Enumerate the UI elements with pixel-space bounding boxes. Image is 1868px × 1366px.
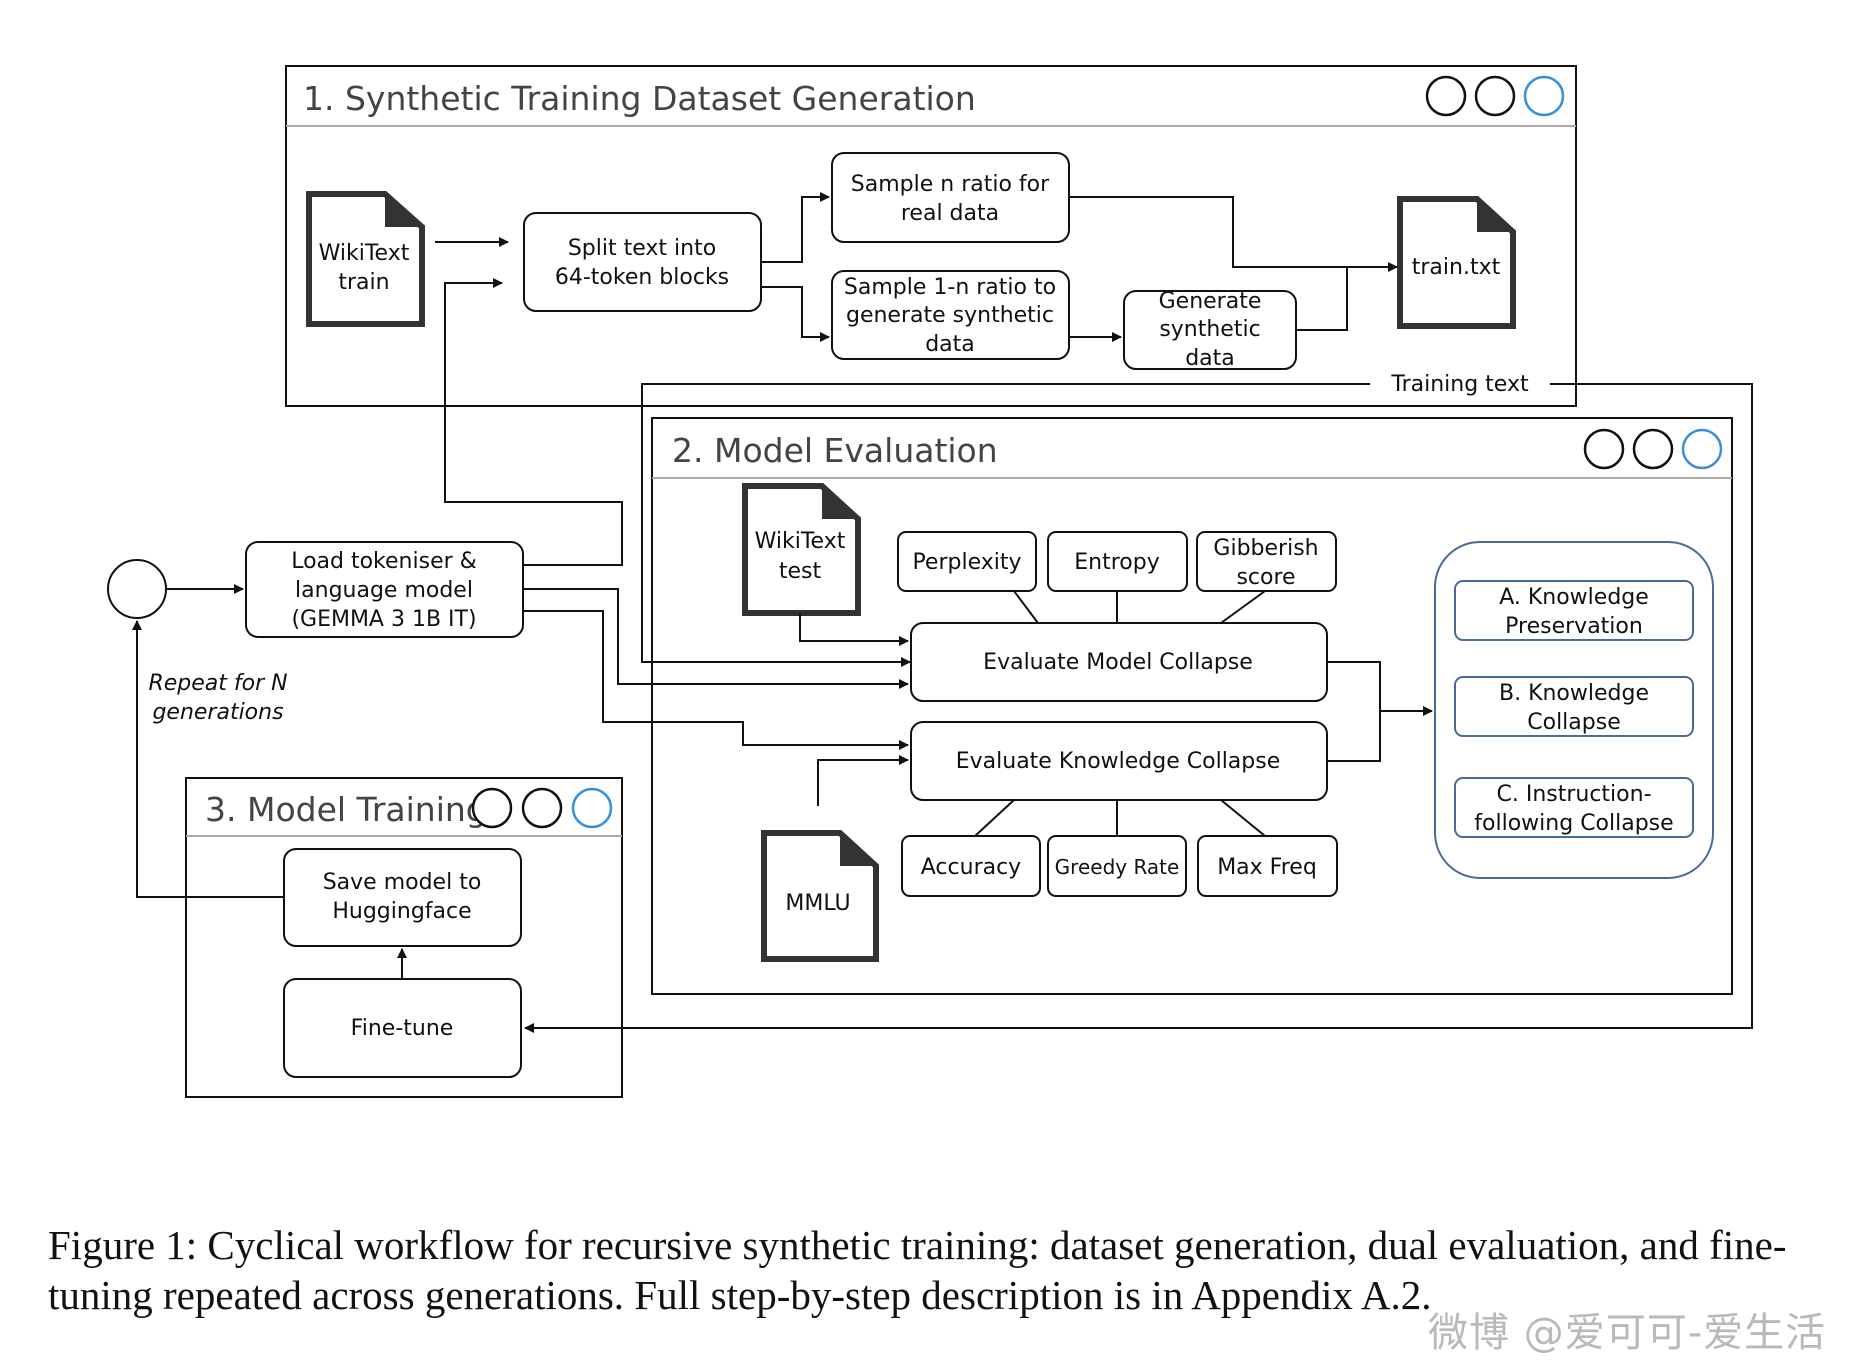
window-circle-icon xyxy=(521,787,563,829)
load-model-connectors xyxy=(166,278,909,750)
svg-text:Save model to: Save model to xyxy=(323,870,482,895)
svg-text:Sample n ratio for: Sample n ratio for xyxy=(851,172,1050,197)
svg-text:Evaluate Knowledge Collapse: Evaluate Knowledge Collapse xyxy=(956,749,1281,774)
split-text-box: Split text into 64-token blocks xyxy=(523,212,762,312)
window-circle-icon xyxy=(1474,75,1516,117)
svg-text:Perplexity: Perplexity xyxy=(912,550,1021,575)
doc-label: MMLU xyxy=(785,891,850,916)
svg-text:synthetic: synthetic xyxy=(1159,317,1260,342)
svg-text:real data: real data xyxy=(901,201,999,226)
outcome-instruction-following-collapse xyxy=(1454,777,1694,838)
training-text-loop xyxy=(524,383,1753,1033)
max-freq-box: Max Freq xyxy=(1197,835,1338,897)
train-txt-document: train.txt xyxy=(1397,196,1516,329)
entropy-box: Entropy xyxy=(1047,531,1188,592)
svg-text:A. Knowledge: A. Knowledge xyxy=(1499,585,1649,610)
svg-text:Generate: Generate xyxy=(1159,289,1262,314)
svg-text:data: data xyxy=(1185,346,1235,371)
window-circle-icon xyxy=(1583,428,1625,470)
svg-text:Entropy: Entropy xyxy=(1074,550,1159,575)
svg-text:Evaluate Model Collapse: Evaluate Model Collapse xyxy=(983,650,1253,675)
panel-3-connectors xyxy=(132,620,407,979)
panel-3-title: 3. Model Training xyxy=(205,790,487,829)
doc-label: WikiText xyxy=(319,241,410,266)
panel-dataset-generation: 1. Synthetic Training Dataset Generation xyxy=(285,65,1577,407)
svg-text:Max Freq: Max Freq xyxy=(1217,855,1317,880)
panel-1-connectors xyxy=(435,192,1398,342)
svg-text:Preservation: Preservation xyxy=(1505,614,1643,639)
training-text-label: Training text xyxy=(1390,372,1529,397)
window-circle-icon xyxy=(471,787,513,829)
fine-tune-box: Fine-tune xyxy=(283,978,522,1078)
watermark: 微博 @爱可可-爱生活 xyxy=(1428,1310,1827,1356)
gibberish-score-box: Gibberish score xyxy=(1196,531,1337,592)
evaluate-knowledge-collapse-box: Evaluate Knowledge Collapse xyxy=(910,721,1328,801)
doc-label: train xyxy=(338,270,389,295)
sample-synthetic-box: Sample 1-n ratio to generate synthetic d… xyxy=(831,270,1070,360)
svg-text:Split text into: Split text into xyxy=(568,236,716,261)
doc-label: WikiText xyxy=(755,529,846,554)
svg-text:B. Knowledge: B. Knowledge xyxy=(1499,681,1649,706)
perplexity-box: Perplexity xyxy=(897,531,1037,592)
loop-start-node xyxy=(107,559,167,619)
svg-text:Gibberish: Gibberish xyxy=(1213,536,1318,561)
window-circle-icon xyxy=(1681,428,1723,470)
panel-1-title: 1. Synthetic Training Dataset Generation xyxy=(303,79,976,118)
svg-text:score: score xyxy=(1236,565,1295,590)
panel-2-title: 2. Model Evaluation xyxy=(672,431,998,470)
panel-model-training: 3. Model Training xyxy=(185,777,623,1098)
window-circle-icon xyxy=(1523,75,1565,117)
svg-text:Repeat for N: Repeat for N xyxy=(148,671,287,696)
accuracy-box: Accuracy xyxy=(901,835,1041,897)
window-circle-icon xyxy=(1425,75,1467,117)
generate-synthetic-box: Generate synthetic data xyxy=(1123,289,1297,371)
svg-text:64-token blocks: 64-token blocks xyxy=(555,265,729,290)
svg-text:following Collapse: following Collapse xyxy=(1474,811,1673,836)
outcome-knowledge-preservation xyxy=(1454,580,1694,641)
wikitext-test-document: WikiText test xyxy=(742,483,861,616)
svg-text:data: data xyxy=(925,332,975,357)
save-model-box: Save model to Huggingface xyxy=(283,848,522,947)
svg-text:Collapse: Collapse xyxy=(1527,710,1621,735)
doc-label: train.txt xyxy=(1412,255,1501,280)
wikitext-train-document: WikiText train xyxy=(306,191,425,327)
panel-model-evaluation: 2. Model Evaluation xyxy=(651,417,1733,995)
greedy-rate-box: Greedy Rate xyxy=(1047,835,1187,897)
svg-text:(GEMMA 3 1B IT): (GEMMA 3 1B IT) xyxy=(291,607,476,632)
window-circle-icon xyxy=(1632,428,1674,470)
doc-label: test xyxy=(779,559,822,584)
mmlu-document: MMLU xyxy=(761,830,879,962)
window-circle-icon xyxy=(571,787,613,829)
outcomes-group: A. Knowledge Preservation B. Knowledge C… xyxy=(1434,541,1714,879)
svg-text:C. Instruction-: C. Instruction- xyxy=(1496,782,1651,807)
figure-caption: Figure 1: Cyclical workflow for recursiv… xyxy=(48,1222,1787,1318)
svg-text:generate synthetic: generate synthetic xyxy=(846,303,1054,328)
svg-text:Fine-tune: Fine-tune xyxy=(351,1016,454,1041)
svg-text:Load tokeniser &: Load tokeniser & xyxy=(291,549,477,574)
svg-text:Greedy Rate: Greedy Rate xyxy=(1055,855,1180,879)
svg-text:Sample 1-n ratio to: Sample 1-n ratio to xyxy=(844,275,1056,300)
svg-text:Accuracy: Accuracy xyxy=(921,855,1021,880)
svg-text:language model: language model xyxy=(295,578,473,603)
svg-text:Huggingface: Huggingface xyxy=(332,899,471,924)
evaluate-model-collapse-box: Evaluate Model Collapse xyxy=(910,622,1328,702)
repeat-label: Repeat for N generations xyxy=(148,671,287,725)
panel-2-connectors xyxy=(799,590,1433,837)
sample-real-box: Sample n ratio for real data xyxy=(831,152,1070,243)
outcome-knowledge-collapse xyxy=(1454,676,1694,737)
svg-text:generations: generations xyxy=(152,700,283,725)
load-model-box: Load tokeniser & language model (GEMMA 3… xyxy=(245,541,524,638)
